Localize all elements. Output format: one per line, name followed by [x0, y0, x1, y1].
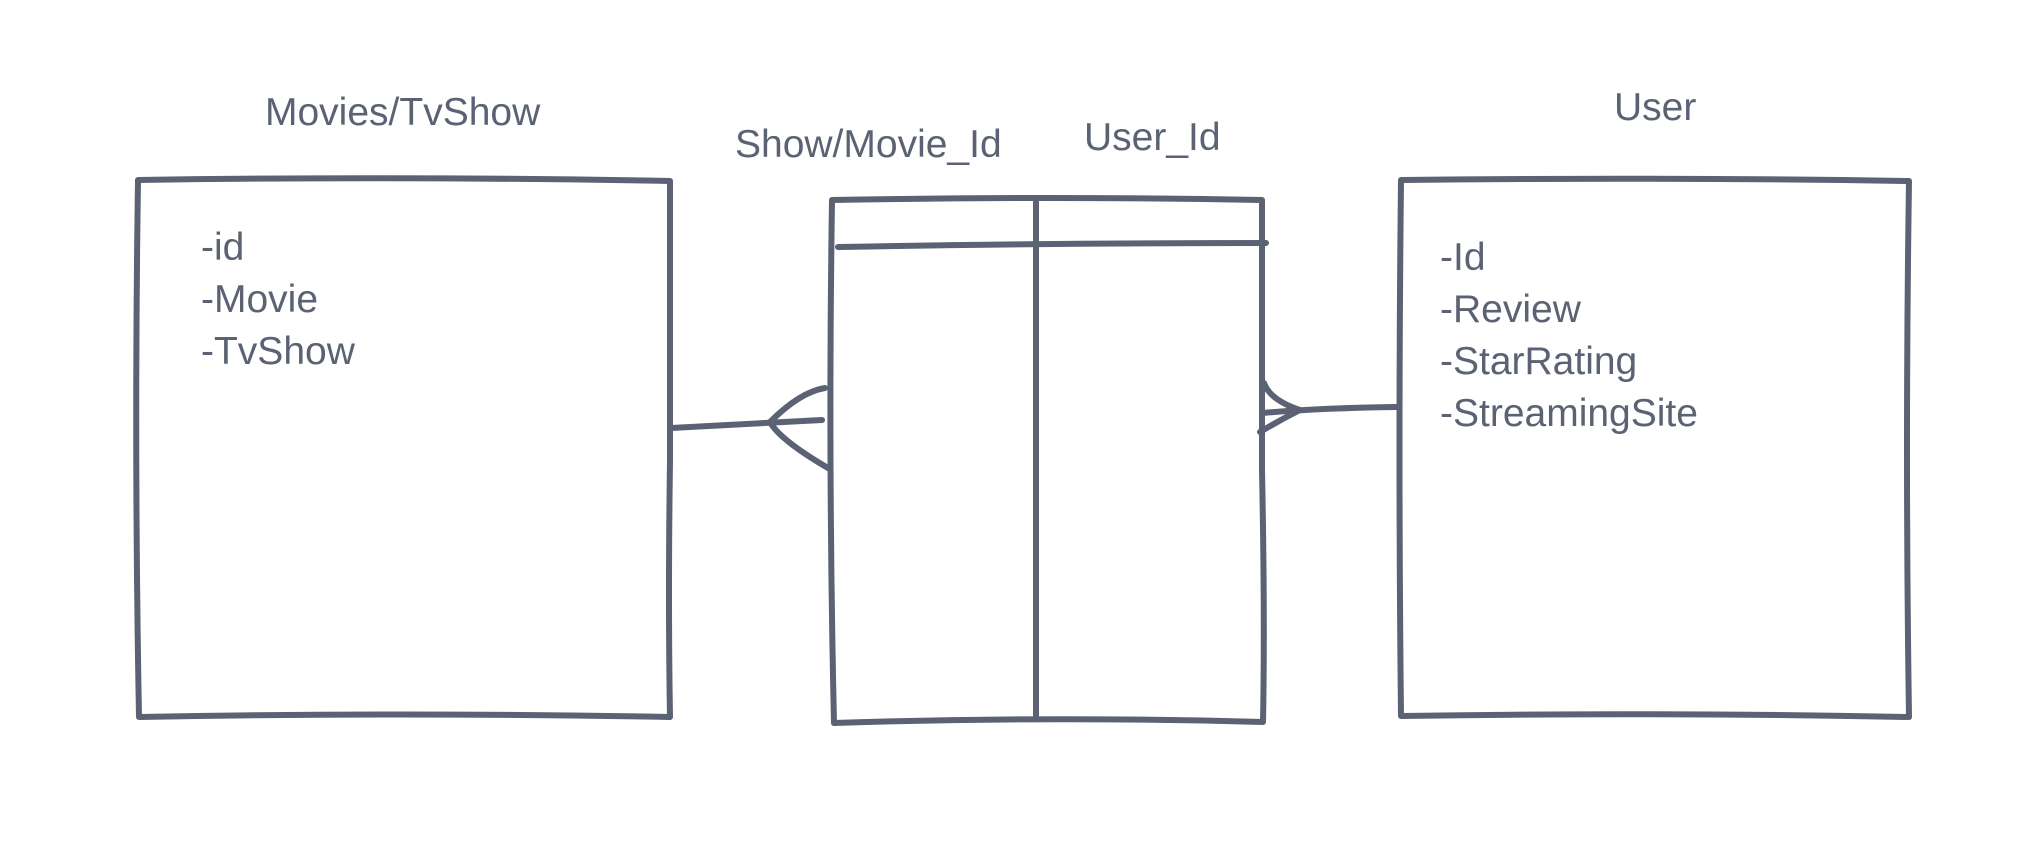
junction-table-box: [827, 195, 1267, 726]
crow-foot-user: [1257, 380, 1303, 435]
movies-field: -id: [201, 226, 245, 269]
crow-foot-movies: [767, 385, 831, 471]
user-field-list: -Id -Review -StarRating -StreamingSite: [1440, 232, 1698, 440]
junction-header-divider: [835, 240, 1269, 250]
user-field: -Review: [1440, 288, 1581, 331]
user-entity-title: User: [1614, 86, 1697, 129]
junction-column-divider: [1033, 197, 1040, 721]
relationship-line-movies: [668, 417, 825, 431]
junction-col-left-label: Show/Movie_Id: [735, 123, 1002, 166]
junction-col-right-label: User_Id: [1084, 116, 1221, 159]
user-entity-box: [1396, 175, 1912, 720]
user-field: -StarRating: [1440, 340, 1638, 383]
user-field: -StreamingSite: [1440, 392, 1698, 435]
user-field: -Id: [1440, 236, 1486, 279]
movies-field-list: -id -Movie -TvShow: [201, 222, 355, 378]
movies-entity-title: Movies/TvShow: [265, 91, 541, 134]
movies-field: -Movie: [201, 278, 319, 321]
movies-entity-box: [133, 175, 673, 720]
relationship-line-user: [1259, 404, 1400, 416]
movies-field: -TvShow: [201, 330, 355, 373]
